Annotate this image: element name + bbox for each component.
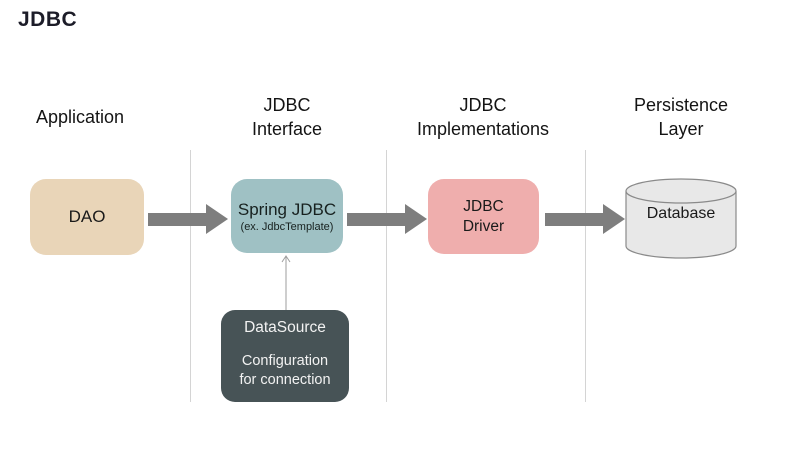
column-header-jdbc-interface: JDBC Interface — [177, 93, 397, 141]
arrow-head — [603, 204, 625, 234]
column-header-label: Persistence — [633, 95, 729, 115]
dao-box: DAO — [30, 179, 144, 255]
spring-jdbc-sublabel: (ex. JdbcTemplate) — [240, 220, 334, 233]
column-header-label: Implementations — [416, 119, 550, 139]
datasource-line1: Configuration — [241, 353, 329, 369]
database-label: Database — [646, 205, 716, 222]
column-divider — [585, 150, 586, 402]
database-cylinder — [625, 178, 737, 260]
arrow-shaft — [347, 212, 405, 226]
arrow-spring-jdbc-to-driver — [347, 204, 427, 234]
arrow-dao-to-spring-jdbc — [148, 204, 228, 234]
column-header-label: Application — [35, 107, 125, 127]
column-header-persistence-layer: Persistence Layer — [571, 93, 791, 141]
arrow-head — [405, 204, 427, 234]
column-header-label: Interface — [251, 119, 323, 139]
column-divider — [190, 150, 191, 402]
datasource-line2: for connection — [239, 372, 331, 388]
column-divider — [386, 150, 387, 402]
dao-label: DAO — [68, 207, 106, 226]
up-arrow-shape — [281, 255, 291, 310]
jdbc-driver-box: JDBC Driver — [428, 179, 539, 254]
arrow-datasource-to-spring-jdbc — [280, 253, 292, 311]
spring-jdbc-box: Spring JDBC (ex. JdbcTemplate) — [231, 179, 343, 253]
arrow-driver-to-database — [545, 204, 625, 234]
datasource-box: DataSource Configuration for connection — [221, 310, 349, 402]
column-header-jdbc-implementations: JDBC Implementations — [373, 93, 593, 141]
page-title: JDBC — [18, 8, 78, 31]
column-header-application: Application — [0, 93, 190, 141]
spring-jdbc-label: Spring JDBC — [237, 199, 337, 219]
database-cylinder-shape — [625, 178, 737, 259]
datasource-title: DataSource — [244, 319, 326, 336]
jdbc-driver-label-line1: JDBC — [463, 197, 504, 215]
arrow-head — [206, 204, 228, 234]
column-header-label: Layer — [658, 119, 704, 139]
column-header-label: JDBC — [459, 95, 507, 115]
arrow-shaft — [148, 212, 206, 226]
jdbc-driver-label-line2: Driver — [462, 217, 505, 235]
arrow-shaft — [545, 212, 603, 226]
column-header-label: JDBC — [263, 95, 311, 115]
